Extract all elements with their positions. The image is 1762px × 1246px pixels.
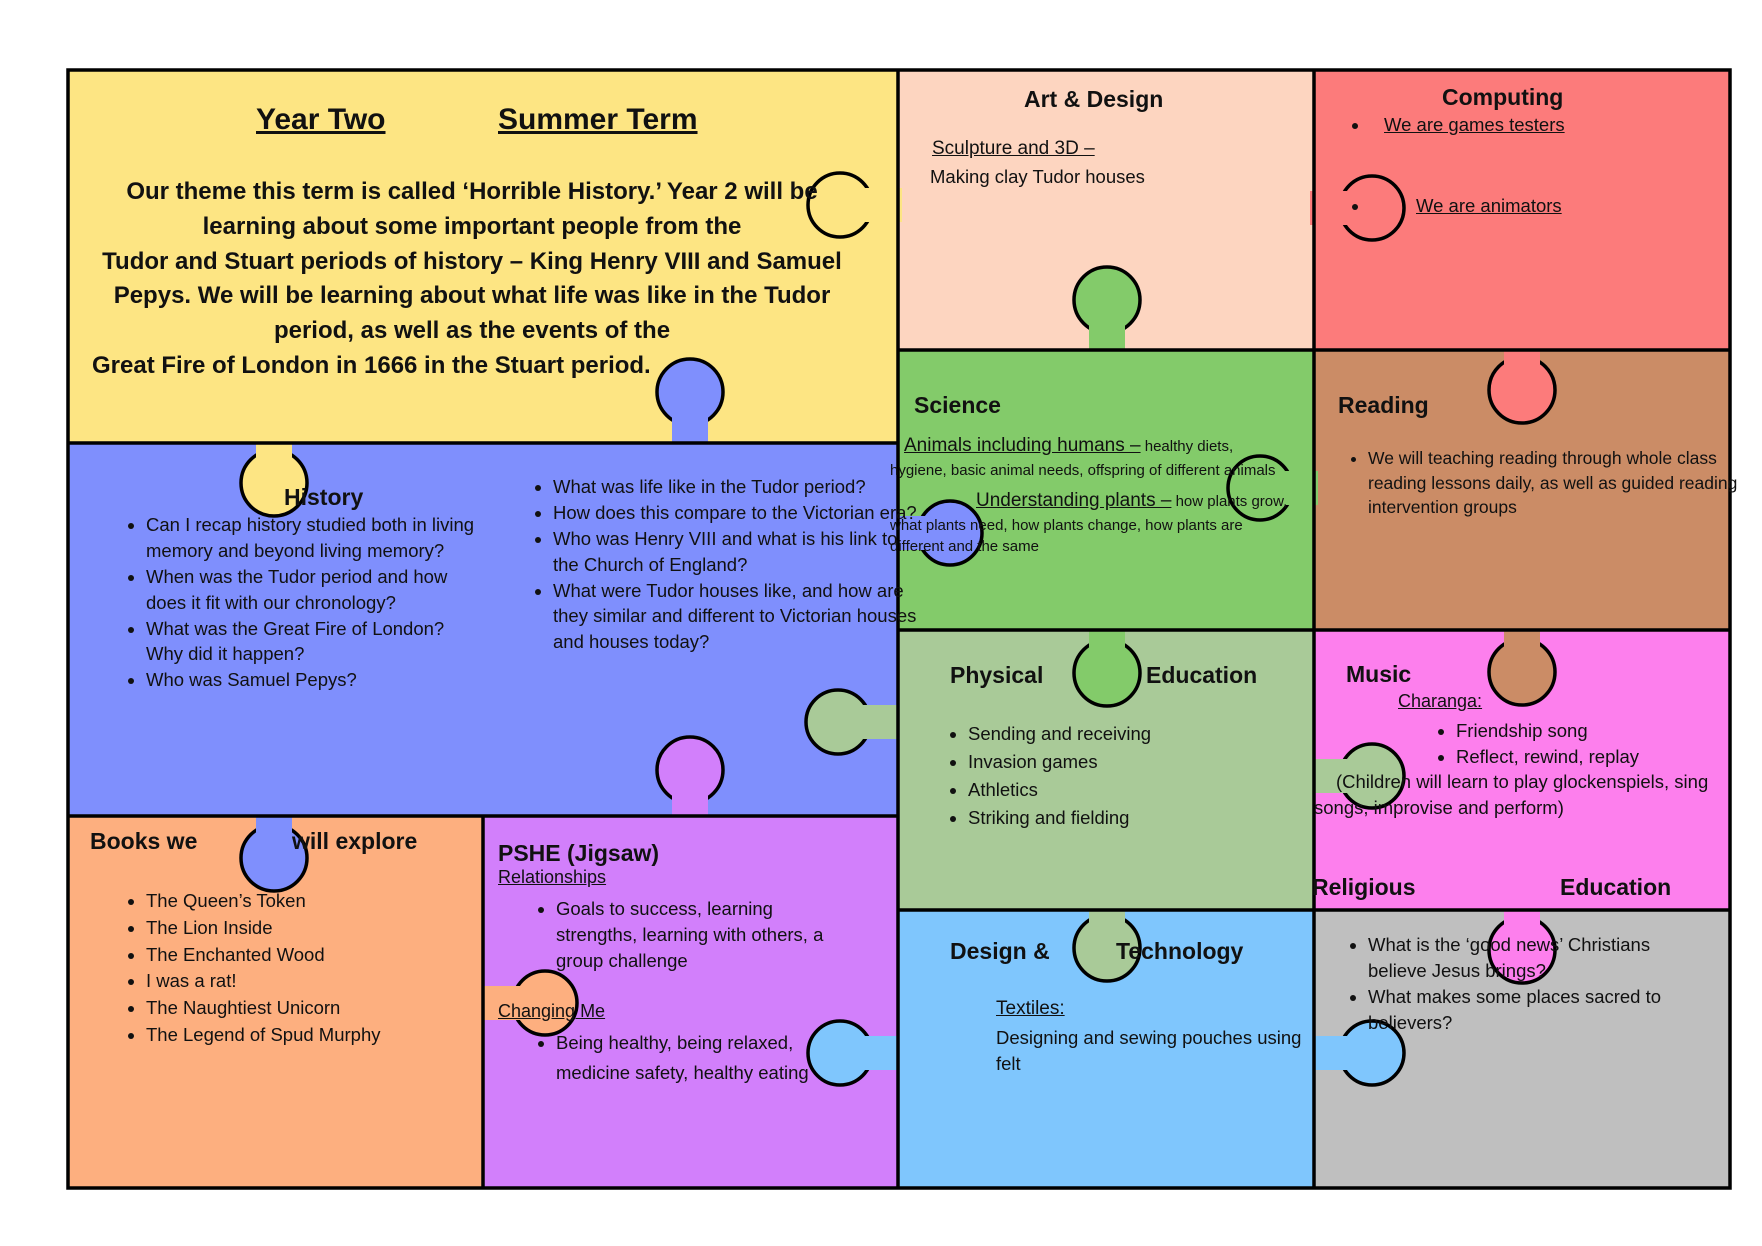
re-title-right: Education xyxy=(1560,874,1672,900)
intro-text: Our theme this term is called ‘Horrible … xyxy=(82,175,862,384)
pe-list: Sending and receiving Invasion games Ath… xyxy=(942,720,1308,832)
art-subtitle: Sculpture and 3D – xyxy=(932,138,1095,159)
computing-list-2: We are animators xyxy=(1344,193,1730,219)
music-subtitle: Charanga: xyxy=(1398,691,1483,711)
term-title: Summer Term xyxy=(498,103,698,136)
science-title: Science xyxy=(914,392,1001,418)
science-topic-2-title: Understanding plants – xyxy=(976,490,1172,511)
piece-history xyxy=(68,443,898,816)
books-list: The Queen’s Token The Lion Inside The En… xyxy=(120,888,486,1049)
science-topic-2-text-a: how plants grow, xyxy=(1171,493,1288,510)
intro-line-5: period, as well as the events of the xyxy=(273,317,671,345)
history-left-list: Can I recap history studied both in livi… xyxy=(120,512,476,693)
intro-line-1: Our theme this term is called ‘Horrible … xyxy=(126,178,818,205)
intro-line-3: Tudor and Stuart periods of history – Ki… xyxy=(102,247,842,275)
science-topic-1-title: Animals including humans – xyxy=(904,435,1141,456)
music-list: Friendship song Reflect, rewind, replay xyxy=(1430,718,1736,770)
reading-list: We will teaching reading through whole c… xyxy=(1342,446,1746,520)
pshe-list-1: Goals to success, learning strengths, le… xyxy=(530,896,824,974)
book-item: The Enchanted Wood xyxy=(146,942,486,969)
history-right-item: How does this compare to the Victorian e… xyxy=(553,500,921,526)
dt-subtitle: Textiles: xyxy=(996,998,1065,1019)
dt-title-left: Design & xyxy=(950,938,1050,964)
dt-text-b: felt xyxy=(996,1053,1021,1074)
science-topic-1-text-a: healthy diets, xyxy=(1140,438,1234,455)
science-topic-2: Understanding plants – how plants grow, … xyxy=(890,487,1322,558)
history-left-item: When was the Tudor period and how does i… xyxy=(146,564,476,616)
books-title-right: will explore xyxy=(292,828,418,854)
year-title: Year Two xyxy=(256,103,386,136)
music-item: Friendship song xyxy=(1456,718,1736,744)
book-item: The Queen’s Token xyxy=(146,888,486,915)
pe-item: Striking and fielding xyxy=(968,804,1308,832)
reading-item: We will teaching reading through whole c… xyxy=(1368,446,1746,520)
pshe-title: PSHE (Jigsaw) xyxy=(498,840,660,866)
pshe-sub-relationships: Relationships xyxy=(498,867,607,887)
pe-item: Athletics xyxy=(968,776,1308,804)
re-item: What is the ‘good news’ Christians belie… xyxy=(1368,932,1708,984)
computing-item-2: We are animators xyxy=(1370,193,1730,219)
intro-line-6: Great Fire of London in 1666 in the Stua… xyxy=(92,351,651,379)
pe-title-right: Education xyxy=(1146,662,1258,688)
music-title: Music xyxy=(1346,661,1412,687)
reading-title: Reading xyxy=(1338,392,1429,418)
dt-text-a: Designing and sewing pouches using xyxy=(996,1027,1302,1048)
science-topic-1: Animals including humans – healthy diets… xyxy=(890,432,1322,481)
pshe-item: Being healthy, being relaxed,medicine sa… xyxy=(556,1028,896,1087)
pshe-sub-changing: Changing Me xyxy=(498,1001,606,1021)
history-left-item: What was the Great Fire of London? Why d… xyxy=(146,616,476,668)
intro-line-4: Pepys. We will be learning about what li… xyxy=(113,282,831,310)
book-item: The Legend of Spud Murphy xyxy=(146,1022,486,1049)
music-note-b: songs, improvise and perform) xyxy=(1314,797,1564,818)
re-title-left: Religious xyxy=(1312,874,1416,900)
history-right-item: What were Tudor houses like, and how are… xyxy=(553,578,921,656)
computing-item-1: We are games testers xyxy=(1370,112,1730,138)
book-item: I was a rat! xyxy=(146,968,486,995)
science-topic-2-text-c: different and the same xyxy=(890,538,1039,556)
piece-intro xyxy=(68,70,898,443)
science-topic-2-text-b: what plants need, how plants change, how… xyxy=(890,516,1243,534)
history-left-item: Can I recap history studied both in livi… xyxy=(146,512,476,564)
re-item: What makes some places sacred to believe… xyxy=(1368,984,1708,1036)
book-item: The Naughtiest Unicorn xyxy=(146,995,486,1022)
pe-item: Sending and receiving xyxy=(968,720,1308,748)
history-left-item: Who was Samuel Pepys? xyxy=(146,667,476,693)
music-item: Reflect, rewind, replay xyxy=(1456,744,1736,770)
pe-title-left: Physical xyxy=(950,662,1044,688)
history-title: History xyxy=(284,484,364,510)
dt-title-right: Technology xyxy=(1116,938,1244,964)
art-text: Making clay Tudor houses xyxy=(930,166,1145,187)
intro-line-2: learning about some important people fro… xyxy=(202,212,742,240)
computing-title: Computing xyxy=(1442,84,1564,110)
pe-item: Invasion games xyxy=(968,748,1308,776)
music-note-a: (Children will learn to play glockenspie… xyxy=(1336,771,1709,792)
computing-list: We are games testers xyxy=(1344,112,1730,138)
history-right-item: What was life like in the Tudor period? xyxy=(553,474,921,500)
science-topic-1-text-b: hygiene, basic animal needs, offspring o… xyxy=(890,461,1276,479)
re-list: What is the ‘good news’ Christians belie… xyxy=(1342,932,1708,1036)
art-title: Art & Design xyxy=(1024,86,1164,112)
book-item: The Lion Inside xyxy=(146,915,486,942)
pshe-item: Goals to success, learning strengths, le… xyxy=(556,896,824,974)
history-right-item: Who was Henry VIII and what is his link … xyxy=(553,526,921,578)
books-title-left: Books we xyxy=(90,828,198,854)
history-right-list: What was life like in the Tudor period? … xyxy=(527,474,921,655)
pshe-list-2: Being healthy, being relaxed,medicine sa… xyxy=(530,1028,896,1087)
